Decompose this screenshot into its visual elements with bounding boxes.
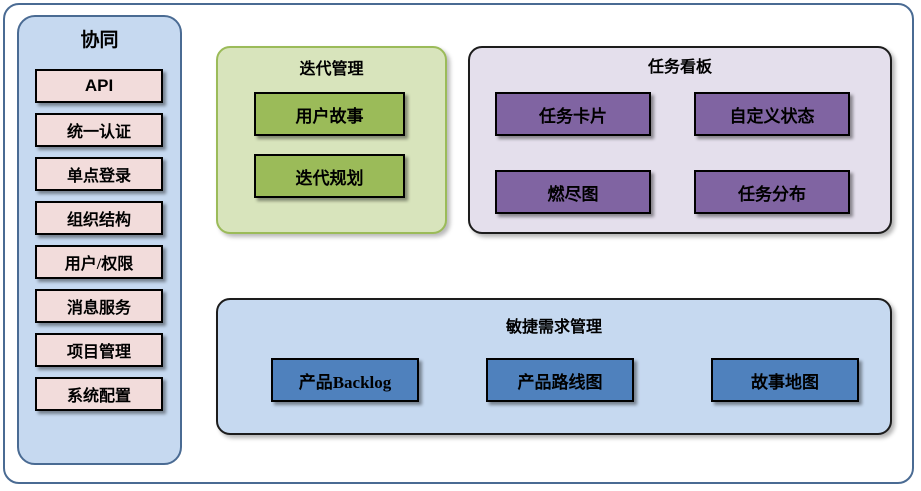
- sidebar-item-message-service[interactable]: 消息服务: [35, 289, 163, 323]
- panel-collaboration-title: 协同: [80, 30, 119, 51]
- sidebar-item-org-structure[interactable]: 组织结构: [35, 201, 163, 235]
- sidebar-item-api[interactable]: API: [35, 69, 163, 103]
- panel-iteration-management-title: 迭代管理: [299, 61, 364, 78]
- panel-collaboration[interactable]: 协同 API 统一认证 单点登录 组织结构 用户/权限 消息服务 项目管理 系统…: [17, 15, 182, 465]
- taskboard-item-burndown-chart[interactable]: 燃尽图: [495, 170, 651, 214]
- requirements-item-product-roadmap[interactable]: 产品路线图: [486, 358, 634, 402]
- panel-task-board[interactable]: 任务看板 任务卡片 自定义状态 燃尽图 任务分布: [468, 46, 892, 234]
- taskboard-item-task-distribution[interactable]: 任务分布: [694, 170, 850, 214]
- panel-iteration-management[interactable]: 迭代管理 用户故事 迭代规划: [216, 46, 447, 234]
- iteration-item-user-story[interactable]: 用户故事: [254, 92, 405, 136]
- sidebar-item-system-config[interactable]: 系统配置: [35, 377, 163, 411]
- sidebar-item-project-management[interactable]: 项目管理: [35, 333, 163, 367]
- sidebar-item-single-sign-on[interactable]: 单点登录: [35, 157, 163, 191]
- requirements-item-product-backlog[interactable]: 产品Backlog: [271, 358, 419, 402]
- sidebar-item-unified-auth[interactable]: 统一认证: [35, 113, 163, 147]
- taskboard-item-task-card[interactable]: 任务卡片: [495, 92, 651, 136]
- iteration-item-iteration-planning[interactable]: 迭代规划: [254, 154, 405, 198]
- panel-task-board-title: 任务看板: [647, 59, 712, 76]
- requirements-item-story-map[interactable]: 故事地图: [711, 358, 859, 402]
- sidebar-item-user-permission[interactable]: 用户/权限: [35, 245, 163, 279]
- taskboard-item-custom-status[interactable]: 自定义状态: [694, 92, 850, 136]
- panel-agile-requirements[interactable]: 敏捷需求管理 产品Backlog 产品路线图 故事地图: [216, 298, 892, 435]
- panel-agile-requirements-title: 敏捷需求管理: [505, 319, 602, 336]
